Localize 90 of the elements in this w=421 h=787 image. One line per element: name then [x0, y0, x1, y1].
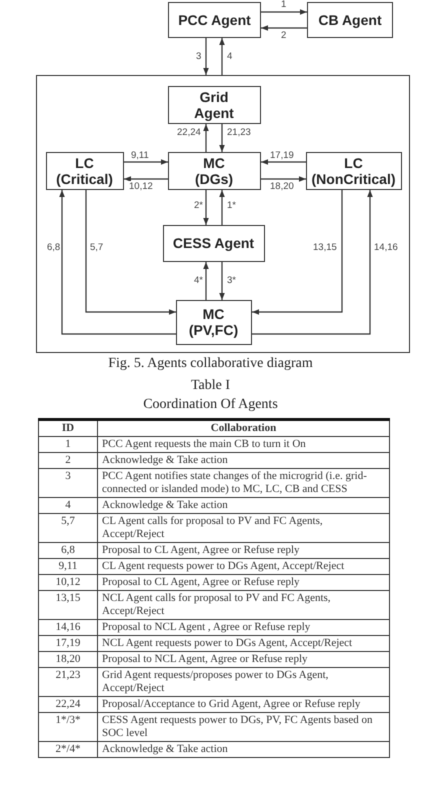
- id-cell: 21,23: [38, 668, 98, 696]
- arrow: [203, 124, 209, 152]
- edge-label: 22,24: [177, 127, 201, 138]
- collaboration-cell: Proposal to CL Agent, Agree or Refuse reply: [98, 542, 390, 558]
- collaboration-cell: NCL Agent requests power to DGs Agent, Accept/Reject: [98, 636, 390, 652]
- edge-label: 3*: [227, 275, 236, 286]
- agent-box: [162, 224, 264, 262]
- arrow: [124, 176, 168, 182]
- id-cell: 9,11: [38, 558, 98, 574]
- arrow: [261, 9, 307, 15]
- collaboration-cell: Proposal to CL Agent, Agree or Refuse reply: [98, 574, 390, 590]
- collaboration-cell: Proposal/Acceptance to Grid Agent, Agree or Refuse reply: [98, 696, 390, 712]
- figure-caption: Fig. 5. Agents collaborative diagram: [108, 356, 313, 371]
- id-cell: 14,16: [38, 620, 98, 636]
- id-cell: 17,19: [38, 636, 98, 652]
- collaboration-cell: PCC Agent requests the main CB to turn it On: [98, 436, 390, 452]
- edge-label: 1*: [227, 200, 236, 211]
- edge-label: 17,19: [270, 150, 294, 161]
- collaboration-cell: PCC Agent notifies state changes of the microgrid (i.e. grid-connected or islanded mode) to MC, LC, CB and CESS: [98, 468, 390, 498]
- collaboration-cell: NCL Agent calls for proposal to PV and FC Agents, Accept/Reject: [98, 590, 390, 620]
- collaboration-cell: Proposal to NCL Agent, Agree or Refuse reply: [98, 652, 390, 668]
- agent-box: [176, 300, 252, 344]
- id-cell: 1: [38, 436, 98, 452]
- edge-label: 6,8: [47, 242, 60, 253]
- edge-label: 18,20: [270, 181, 294, 192]
- arrow: [219, 190, 225, 225]
- agent-name: LC (Critical): [55, 154, 114, 186]
- id-cell: 2*/4*: [38, 742, 98, 758]
- collaboration-cell: Grid Agent requests/proposes power to DGs Agent, Accept/Reject: [98, 668, 390, 696]
- agent-box: [168, 152, 260, 190]
- arrow: [261, 25, 307, 31]
- id-cell: 22,24: [38, 696, 98, 712]
- agent-box: [46, 152, 124, 190]
- id-cell: 18,20: [38, 652, 98, 668]
- edge-label: 14,16: [374, 242, 398, 253]
- agent-box: [306, 152, 402, 190]
- edge-label: 21,23: [227, 127, 251, 138]
- agent-name: CESS Agent: [172, 235, 256, 251]
- table-title: Table I: [190, 378, 230, 393]
- id-cell: 4: [38, 498, 98, 514]
- arrow: [203, 190, 209, 225]
- edge-label: 2*: [194, 200, 203, 211]
- edge-label: 3: [196, 51, 202, 62]
- agent-name: CB Agent: [317, 12, 383, 28]
- table-title: Coordination Of Agents: [143, 397, 278, 412]
- collaboration-cell: Acknowledge & Take action: [98, 498, 390, 514]
- id-cell: 2: [38, 452, 98, 468]
- edge-label: 10,12: [129, 181, 153, 192]
- arrow: [219, 262, 225, 300]
- edge-label: 4*: [194, 275, 203, 286]
- edge-label: 2: [281, 30, 286, 41]
- agent-name: MC (DGs): [194, 154, 234, 186]
- id-cell: 3: [38, 468, 98, 498]
- id-cell: 5,7: [38, 514, 98, 542]
- arrow: [124, 159, 168, 165]
- id-cell: 13,15: [38, 590, 98, 620]
- agent-name: PCC Agent: [177, 12, 252, 28]
- arrow: [85, 190, 176, 315]
- arrow: [252, 190, 343, 315]
- collaboration-cell: Collaboration: [98, 420, 390, 436]
- agent-box: [168, 2, 261, 38]
- agent-box: [307, 2, 393, 38]
- edge-label: 5,7: [90, 242, 104, 253]
- edge-label: 9,11: [131, 150, 149, 161]
- id-cell: 10,12: [38, 574, 98, 590]
- arrow: [203, 38, 209, 75]
- arrow: [252, 190, 373, 335]
- id-cell: 1*/3*: [38, 712, 98, 742]
- edge-label: 1: [281, 0, 286, 10]
- agent-name: LC (NonCritical): [310, 154, 396, 186]
- collaboration-cell: CL Agent requests power to DGs Agent, Accept/Reject: [98, 558, 390, 574]
- id-cell: 6,8: [38, 542, 98, 558]
- arrow: [219, 38, 225, 75]
- collaboration-cell: Acknowledge & Take action: [98, 452, 390, 468]
- collaboration-cell: Acknowledge & Take action: [98, 742, 390, 758]
- arrow: [219, 124, 225, 152]
- agent-name: Grid Agent: [193, 88, 235, 120]
- system-boundary-box: [36, 75, 410, 353]
- id-cell: ID: [38, 420, 98, 436]
- arrow: [261, 159, 306, 165]
- collaboration-cell: CL Agent calls for proposal to PV and FC Agents, Accept/Reject: [98, 514, 390, 542]
- arrow: [59, 190, 176, 335]
- arrow: [203, 262, 209, 300]
- agent-box: [168, 86, 260, 124]
- arrow: [261, 176, 306, 182]
- agent-name: MC (PV,FC): [188, 306, 240, 338]
- collaboration-cell: Proposal to NCL Agent , Agree or Refuse reply: [98, 620, 390, 636]
- edge-label: 4: [227, 51, 232, 62]
- edge-label: 13,15: [313, 242, 337, 253]
- collaboration-cell: CESS Agent requests power to DGs, PV, FC Agents based on SOC level: [98, 712, 390, 742]
